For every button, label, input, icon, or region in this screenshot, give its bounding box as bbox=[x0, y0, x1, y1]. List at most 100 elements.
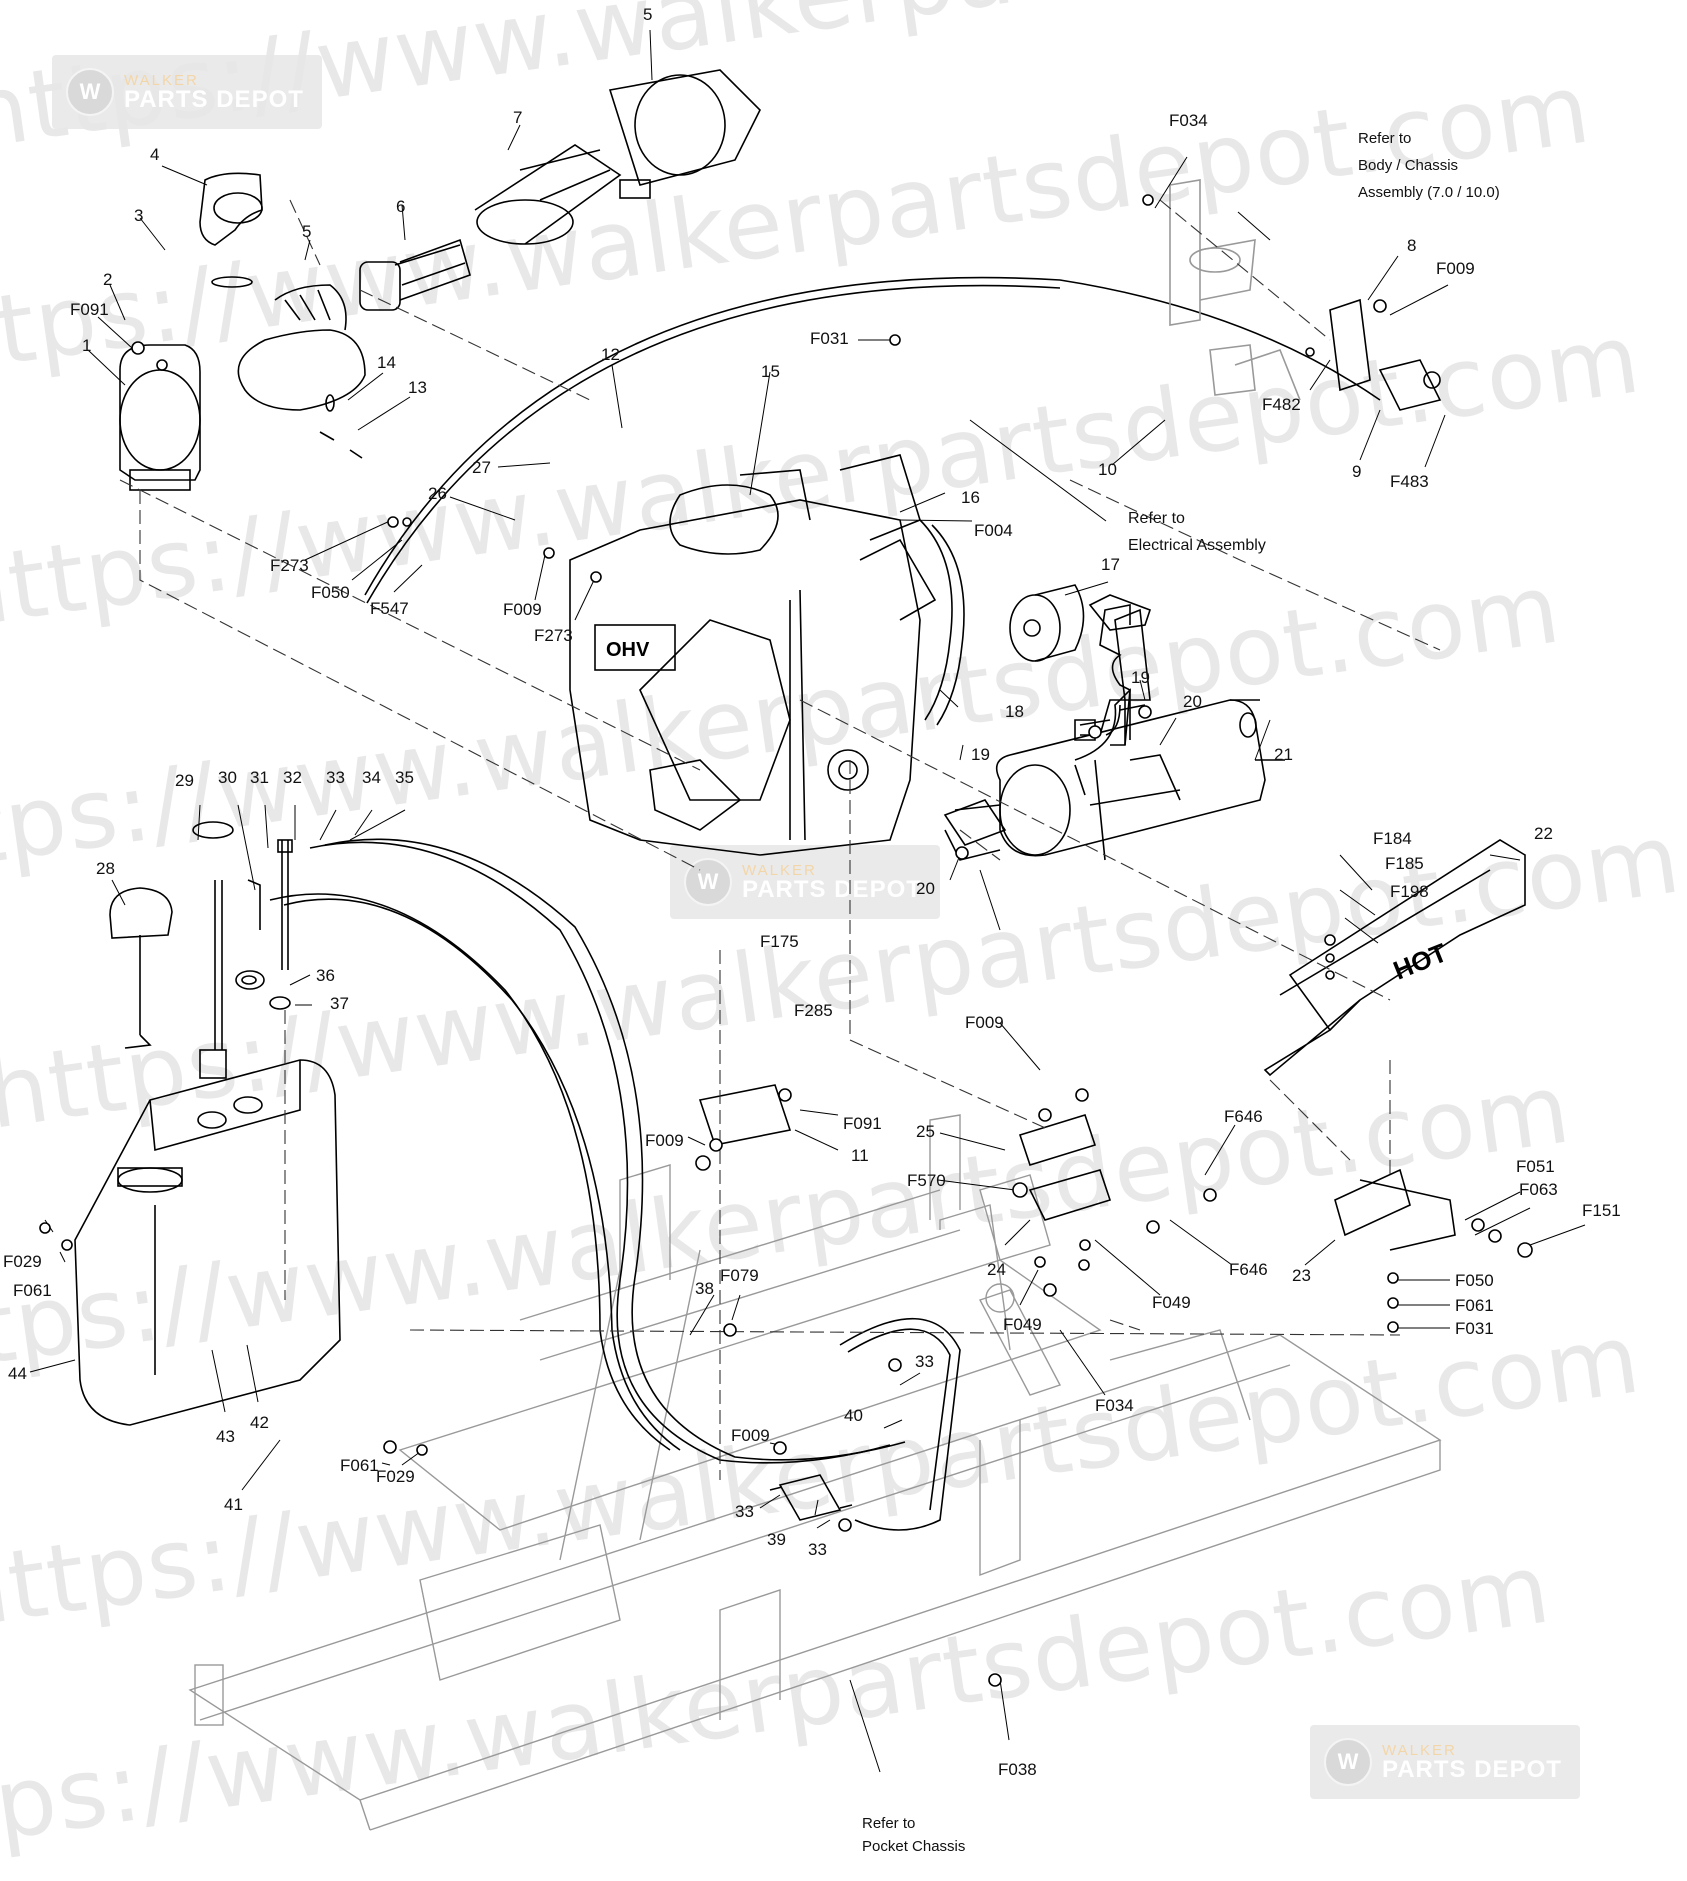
callout-33: 33 bbox=[915, 1352, 934, 1371]
callout-25: 25 bbox=[916, 1122, 935, 1141]
callout-F050: F050 bbox=[1455, 1271, 1494, 1290]
callout-40: 40 bbox=[844, 1406, 863, 1425]
diagram-artwork: OHV bbox=[29, 29, 1586, 1831]
callout-23: 23 bbox=[1292, 1266, 1311, 1285]
callout-35: 35 bbox=[395, 768, 414, 787]
callout-18: 18 bbox=[1005, 702, 1024, 721]
callout-F063: F063 bbox=[1519, 1180, 1558, 1199]
callout-1: 1 bbox=[82, 336, 92, 355]
callout-14: 14 bbox=[377, 353, 396, 372]
right-mount-bracket bbox=[1329, 298, 1442, 411]
ref-body-chassis-line3: Assembly (7.0 / 10.0) bbox=[1358, 184, 1500, 201]
callout-8: 8 bbox=[1407, 236, 1417, 255]
callout-F009: F009 bbox=[503, 600, 542, 619]
callout-36: 36 bbox=[316, 966, 335, 985]
callout-F049: F049 bbox=[1003, 1315, 1042, 1334]
fuel-tank bbox=[74, 1059, 341, 1426]
callout-F061: F061 bbox=[340, 1456, 379, 1475]
callout-43: 43 bbox=[216, 1427, 235, 1446]
callout-30: 30 bbox=[218, 768, 237, 787]
callout-21: 21 bbox=[1274, 745, 1293, 764]
callout-F009: F009 bbox=[645, 1131, 684, 1150]
callout-38: 38 bbox=[695, 1279, 714, 1298]
callout-37: 37 bbox=[330, 994, 349, 1013]
callout-33: 33 bbox=[808, 1540, 827, 1559]
callout-6: 6 bbox=[396, 197, 406, 216]
callout-F547: F547 bbox=[370, 599, 409, 618]
callout-F009: F009 bbox=[731, 1426, 770, 1445]
callout-F061: F061 bbox=[13, 1281, 52, 1300]
callout-F646: F646 bbox=[1224, 1107, 1263, 1126]
upper-right-bracket bbox=[1169, 179, 1301, 401]
callout-29: 29 bbox=[175, 771, 194, 790]
logo-bottom-text: PARTS DEPOT bbox=[1382, 1755, 1562, 1783]
walker-logo-icon: W bbox=[1324, 1738, 1372, 1786]
callout-20: 20 bbox=[1183, 692, 1202, 711]
callout-33: 33 bbox=[326, 768, 345, 787]
leader-lines-dashed bbox=[119, 199, 1441, 1480]
walker-logo-icon: W bbox=[66, 68, 114, 116]
leader-lines bbox=[29, 29, 1586, 1773]
callout-44: 44 bbox=[8, 1364, 27, 1383]
callout-F184: F184 bbox=[1373, 829, 1412, 848]
logo-top-text: WALKER bbox=[124, 71, 199, 89]
air-intake-assembly bbox=[119, 69, 761, 491]
callout-F185: F185 bbox=[1385, 854, 1424, 873]
engine-ohv-badge: OHV bbox=[606, 639, 650, 661]
ref-electrical-line2: Electrical Assembly bbox=[1128, 537, 1266, 554]
callout-9: 9 bbox=[1352, 462, 1362, 481]
callout-F273: F273 bbox=[270, 556, 309, 575]
callout-24: 24 bbox=[987, 1260, 1006, 1279]
callout-2: 2 bbox=[103, 270, 113, 289]
callout-F482: F482 bbox=[1262, 395, 1301, 414]
callout-F175: F175 bbox=[760, 932, 799, 951]
callout-F198: F198 bbox=[1390, 882, 1429, 901]
callout-41: 41 bbox=[224, 1495, 243, 1514]
callout-10: 10 bbox=[1098, 460, 1117, 479]
callout-17: 17 bbox=[1101, 555, 1120, 574]
logo-top-text: WALKER bbox=[742, 861, 817, 879]
exhaust-pipes bbox=[943, 594, 1152, 861]
brackets bbox=[698, 1084, 1456, 1251]
callout-39: 39 bbox=[767, 1530, 786, 1549]
callout-F061: F061 bbox=[1455, 1296, 1494, 1315]
callout-F034: F034 bbox=[1169, 111, 1208, 130]
ref-electrical-line1: Refer to bbox=[1128, 510, 1185, 527]
callout-7: 7 bbox=[513, 108, 523, 127]
callout-F273: F273 bbox=[534, 626, 573, 645]
callout-13: 13 bbox=[408, 378, 427, 397]
callout-15: 15 bbox=[761, 362, 780, 381]
fuel-accessories bbox=[109, 821, 293, 1079]
callout-19: 19 bbox=[971, 745, 990, 764]
callout-F483: F483 bbox=[1390, 472, 1429, 491]
heat-shield bbox=[1263, 839, 1526, 1077]
callout-F004: F004 bbox=[974, 521, 1013, 540]
callout-F038: F038 bbox=[998, 1760, 1037, 1779]
callout-F091: F091 bbox=[70, 300, 109, 319]
callout-F049: F049 bbox=[1152, 1293, 1191, 1312]
callout-16: 16 bbox=[961, 488, 980, 507]
callout-42: 42 bbox=[250, 1413, 269, 1432]
callout-F570: F570 bbox=[907, 1171, 946, 1190]
callout-5: 5 bbox=[643, 5, 653, 24]
heat-shield-hot-label: HOT bbox=[1389, 937, 1451, 985]
logo-bottom-text: PARTS DEPOT bbox=[124, 85, 304, 113]
callout-26: 26 bbox=[428, 484, 447, 503]
callout-27: 27 bbox=[472, 458, 491, 477]
callout-F051: F051 bbox=[1516, 1157, 1555, 1176]
callout-32: 32 bbox=[283, 768, 302, 787]
logo-top-text: WALKER bbox=[1382, 1741, 1457, 1759]
callout-12: 12 bbox=[601, 345, 620, 364]
callout-F050: F050 bbox=[311, 583, 350, 602]
callout-F029: F029 bbox=[376, 1467, 415, 1486]
fuel-filter bbox=[769, 1474, 853, 1521]
callout-4: 4 bbox=[150, 145, 160, 164]
callout-F009: F009 bbox=[965, 1013, 1004, 1032]
callout-F029: F029 bbox=[3, 1252, 42, 1271]
callout-F031: F031 bbox=[810, 329, 849, 348]
callout-33: 33 bbox=[735, 1502, 754, 1521]
ref-body-chassis-line1: Refer to bbox=[1358, 130, 1412, 147]
